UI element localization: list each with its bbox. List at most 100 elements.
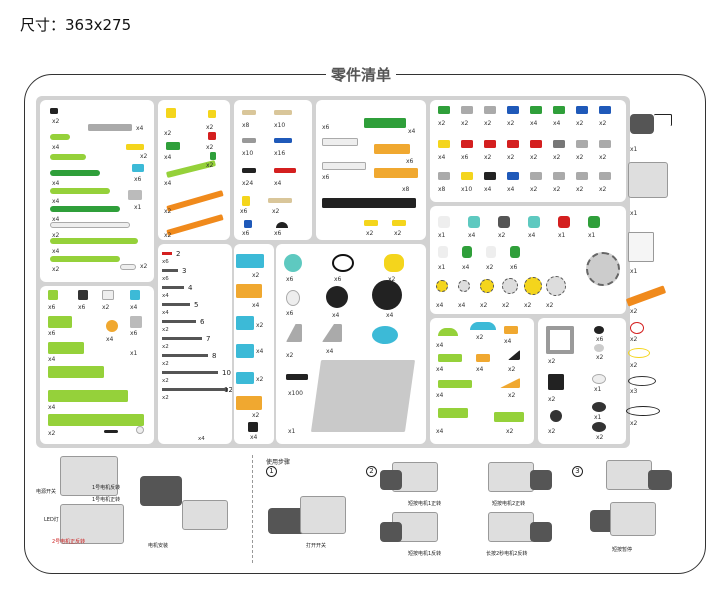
lime-beam (50, 256, 120, 262)
small-part (461, 172, 473, 180)
qty: x4 (162, 310, 169, 316)
white-beam (50, 222, 130, 228)
qty: x8 (402, 186, 410, 193)
battery-box-diagram-3 (182, 500, 228, 530)
qty: x4 (52, 216, 60, 223)
azure-brick (130, 290, 140, 300)
qty: x6 (510, 264, 518, 271)
qty: x2 (286, 352, 294, 359)
qty: x4 (130, 304, 138, 311)
qty: x2 (52, 232, 60, 239)
black-dish (592, 402, 606, 412)
qty: x2 (162, 344, 169, 350)
qty: x2 (576, 186, 584, 193)
lime-beam (50, 188, 110, 194)
gray-frame (546, 326, 574, 354)
qty: x2 (508, 392, 516, 399)
orange-plate-2 (374, 168, 418, 178)
small-part (438, 140, 450, 148)
black-dish-2 (592, 422, 606, 432)
small-part (484, 106, 496, 114)
qty: x4 (468, 232, 476, 239)
section-connectors: x2 x2 x4 x2 x4 x2 x2 x2 (158, 100, 230, 240)
label-motor2: 2号电机正反转 (52, 539, 86, 545)
orange-round (106, 320, 118, 332)
small-part (558, 216, 570, 228)
step1-motor (268, 508, 306, 534)
label-power-switch: 电源开关 (36, 489, 57, 495)
small-part (484, 140, 496, 148)
qty: x100 (288, 390, 304, 397)
qty: x4 (52, 144, 60, 151)
axle-length-label: 3 (182, 267, 186, 275)
white-plate (322, 138, 358, 146)
qty: x2 (599, 186, 607, 193)
label-motor1-fwd: 1号电机正转 (92, 497, 121, 503)
black-wheel-hub (550, 410, 562, 422)
axle-rod (162, 354, 208, 357)
section-lime-bricks: x6 x6 x2 x4 x6 x6 x4 x4 x1 x4 x2 (40, 286, 154, 444)
qty: x10 (242, 150, 254, 157)
qty: x2 (576, 154, 584, 161)
small-part (599, 106, 611, 114)
section-beams: x2 x4 x4 x2 x4 x6 x4 x1 x4 x2 x4 x2 x (40, 100, 154, 282)
qty: x6 (596, 336, 604, 343)
qty: x6 (461, 154, 469, 161)
small-part (507, 140, 519, 148)
qty: x4 (252, 302, 260, 309)
qty: x4 (52, 248, 60, 255)
black-chain (286, 374, 308, 380)
step-1-caption: 打开开关 (306, 543, 327, 549)
separator (252, 455, 253, 563)
gray-slope-2 (322, 324, 342, 342)
qty: x4 (164, 180, 172, 187)
small-part (588, 216, 600, 228)
qty: x4 (462, 264, 470, 271)
lime-brick-6 (48, 414, 144, 426)
axle-rod (162, 286, 184, 289)
azure-brick-4 (236, 372, 254, 384)
qty: x2 (164, 208, 172, 215)
lime-brick-3 (48, 342, 84, 354)
step2a-motor (380, 470, 402, 490)
black-brick (78, 290, 88, 300)
qty: x4 (436, 392, 444, 399)
qty: x2 (140, 153, 148, 160)
axle-rod (162, 337, 202, 340)
step2d-box (488, 512, 534, 542)
page-title: 零件清单 (326, 66, 396, 84)
axle-length-label: 12 (224, 386, 232, 394)
qty: x2 (52, 118, 60, 125)
right-column: x1 x1 x1 x2 x2 x2 x3 x2 (622, 108, 682, 448)
step-2-caption-d: 长按2秒电机2反转 (486, 551, 528, 557)
qty: x6 (130, 330, 138, 337)
small-part (576, 172, 588, 180)
orange-brick (236, 284, 262, 298)
small-part (438, 216, 450, 228)
qty: x6 (242, 230, 250, 237)
qty: x4 (553, 120, 561, 127)
green-connector (166, 142, 180, 150)
qty: x2 (162, 361, 169, 367)
red-rubber-band (630, 322, 644, 334)
qty: x6 (134, 176, 142, 183)
axle-length-label: 7 (206, 335, 210, 343)
qty: x2 (162, 395, 169, 401)
qty: x4 (436, 428, 444, 435)
gray-plate (88, 124, 132, 131)
qty: x2 (507, 154, 515, 161)
qty: x6 (162, 259, 169, 265)
qty: x2 (546, 302, 554, 309)
lime-brick (48, 290, 58, 300)
step3b-box (610, 502, 656, 536)
orange-angle-beam (166, 190, 224, 212)
qty: x1 (594, 414, 602, 421)
label-led: LED灯 (44, 517, 59, 523)
qty: x10 (274, 122, 286, 129)
white-beam-short (120, 264, 136, 270)
section-pins: x8 x10 x10 x16 x24 x4 x6 x2 x6 x6 (234, 100, 312, 240)
qty: x4 (458, 302, 466, 309)
small-part (498, 216, 510, 228)
label-motor1-rev: 1号电机反转 (92, 485, 121, 491)
qty: x4 (484, 186, 492, 193)
